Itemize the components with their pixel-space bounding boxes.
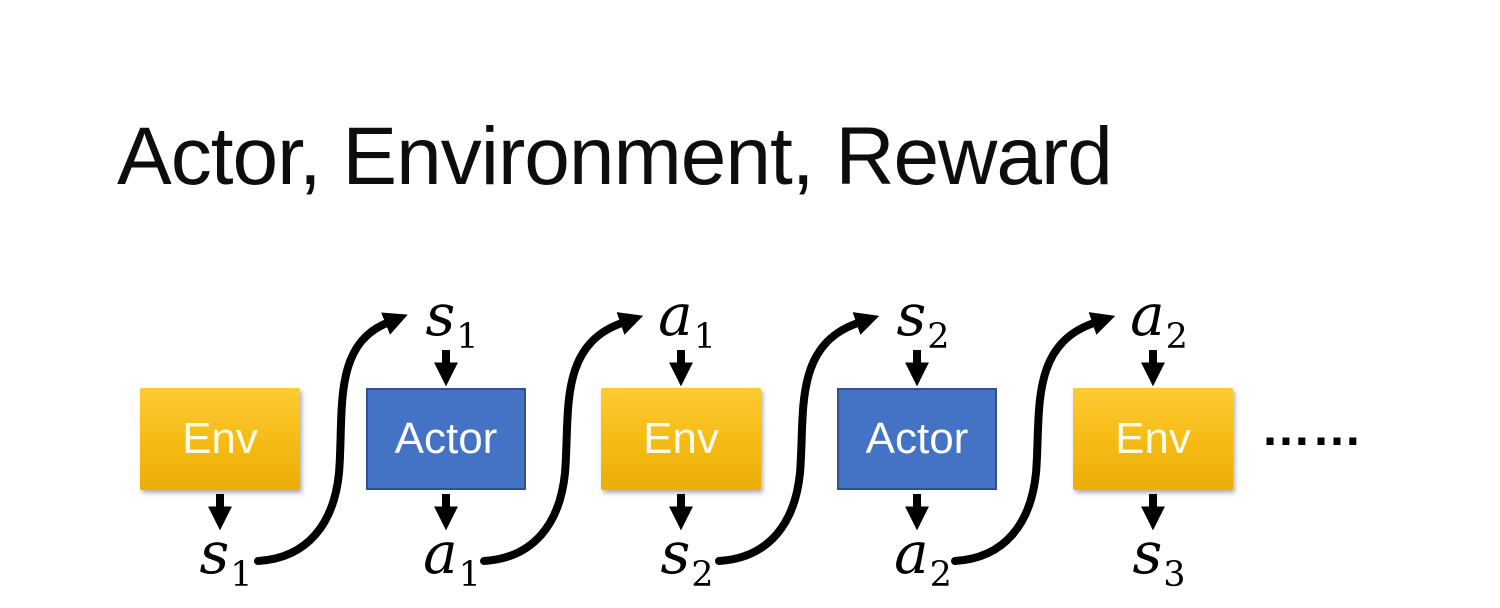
bottom-output-label-base: s (660, 519, 691, 587)
top-input-label: a1 (658, 286, 716, 355)
env-box: Env (1073, 388, 1233, 490)
continuation-dots: …… (1261, 400, 1363, 456)
top-input-label-subscript: 2 (927, 317, 950, 357)
top-input-label: a2 (1130, 286, 1188, 355)
bottom-output-label-base: a (894, 519, 929, 587)
top-input-label-base: a (658, 281, 693, 349)
top-input-label: s1 (425, 286, 478, 355)
bottom-output-label: a2 (894, 524, 952, 593)
bottom-output-label-subscript: 1 (230, 555, 253, 595)
env-box-label: Env (182, 414, 258, 463)
top-input-label: s2 (896, 286, 949, 355)
env-box: Env (601, 388, 761, 490)
top-input-label-base: s (425, 281, 456, 349)
bottom-output-label: s3 (1132, 524, 1185, 593)
bottom-output-label-subscript: 2 (929, 555, 952, 595)
bottom-output-label-subscript: 1 (458, 555, 481, 595)
actor-box: Actor (366, 388, 526, 490)
bottom-output-label: s2 (660, 524, 713, 593)
actor-box-label: Actor (865, 414, 969, 463)
top-input-label-subscript: 1 (456, 317, 479, 357)
env-box: Env (140, 388, 300, 490)
env-box-label: Env (1115, 414, 1191, 463)
bottom-output-label-subscript: 3 (1163, 555, 1186, 595)
bottom-output-label-base: s (199, 519, 230, 587)
slide-title: Actor, Environment, Reward (117, 111, 1113, 202)
bottom-output-label-subscript: 2 (691, 555, 714, 595)
env-box-label: Env (643, 414, 719, 463)
actor-box-label: Actor (394, 414, 498, 463)
top-input-label-subscript: 2 (1165, 317, 1188, 357)
bottom-output-label: s1 (199, 524, 252, 593)
top-input-label-base: s (896, 281, 927, 349)
bottom-output-label-base: s (1132, 519, 1163, 587)
top-input-label-base: a (1130, 281, 1165, 349)
top-input-label-subscript: 1 (693, 317, 716, 357)
bottom-output-label-base: a (423, 519, 458, 587)
bottom-output-label: a1 (423, 524, 481, 593)
actor-box: Actor (837, 388, 997, 490)
